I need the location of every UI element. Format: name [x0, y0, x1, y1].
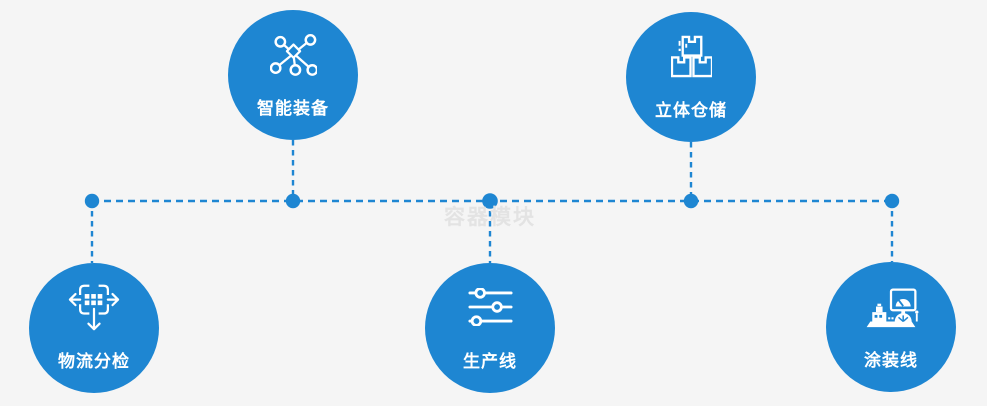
node-smart-equipment[interactable]: 智能装备 — [228, 10, 358, 140]
stacked-boxes-icon — [626, 31, 756, 81]
node-logistics-sorting[interactable]: 物流分检 — [29, 263, 159, 393]
control-station-icon — [826, 281, 956, 331]
node-label: 生产线 — [463, 352, 517, 372]
sliders-icon — [425, 282, 555, 332]
node-label: 物流分检 — [58, 352, 130, 372]
node-label: 涂装线 — [864, 351, 918, 371]
junction-dot — [884, 193, 900, 209]
network-nodes-icon — [228, 29, 358, 79]
watermark-text: 容器模块 — [444, 205, 536, 229]
node-label: 立体仓储 — [655, 101, 727, 121]
junction-dot — [84, 193, 100, 209]
move-sort-icon — [29, 282, 159, 332]
node-stereo-warehouse[interactable]: 立体仓储 — [626, 12, 756, 142]
junction-dot — [285, 193, 301, 209]
node-painting-line[interactable]: 涂装线 — [826, 262, 956, 392]
junction-dot — [683, 193, 699, 209]
node-production-line[interactable]: 生产线 — [425, 263, 555, 393]
junction-dot — [482, 193, 498, 209]
node-label: 智能装备 — [257, 99, 329, 119]
